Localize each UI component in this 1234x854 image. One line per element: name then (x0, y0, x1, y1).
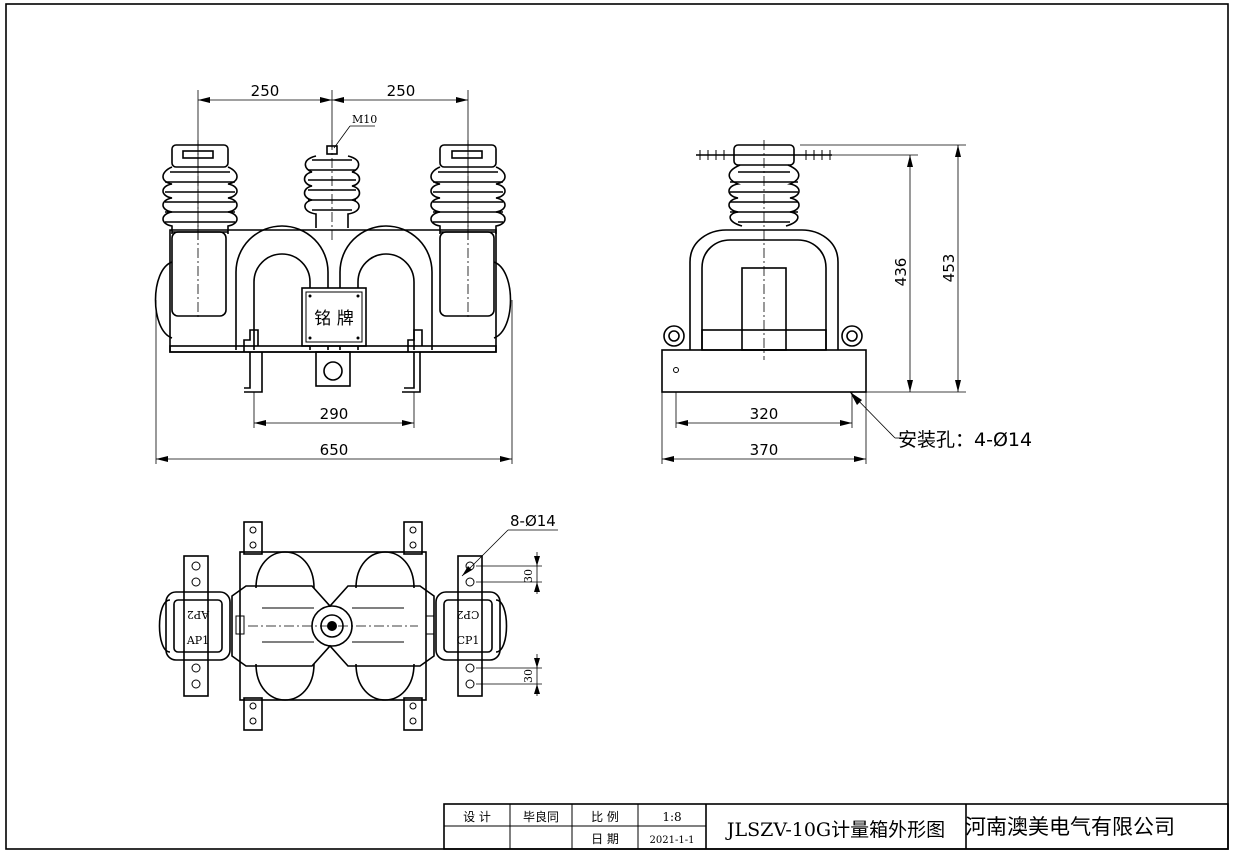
install-hole-note: 安装孔：4-Ø14 (898, 429, 1032, 451)
dim-width-650: 650 (320, 441, 349, 459)
dim-mount-290: 290 (320, 405, 349, 423)
dim-top-30: 30 (522, 569, 535, 583)
scale-label: 比 例 (591, 810, 619, 824)
design-label: 设 计 (463, 810, 491, 824)
side-view: 安装孔：4-Ø14 320 370 436 453 (661, 140, 1032, 464)
dim-right-250: 250 (387, 82, 416, 100)
nameplate-label: 铭 牌 (314, 309, 353, 329)
dim-height-436: 436 (892, 258, 910, 287)
drawing-title: JLSZV-10G计量箱外形图 (725, 819, 945, 841)
dim-bottom-30: 30 (522, 669, 535, 683)
terminal-ap2: AP2 (187, 608, 210, 621)
dim-height-453: 453 (940, 254, 958, 283)
dim-left-250: 250 (251, 82, 280, 100)
hole-note-8x14: 8-Ø14 (510, 512, 556, 530)
terminal-cp1: CP1 (457, 634, 480, 647)
top-view: AP2 AP1 CP2 CP1 8-Ø14 30 30 (158, 512, 558, 731)
terminal-ap1: AP1 (186, 634, 209, 647)
front-view: 250 250 M10 (154, 82, 513, 464)
dim-mount-320: 320 (750, 405, 779, 423)
date-label: 日 期 (591, 832, 619, 846)
company-name: 河南澳美电气有限公司 (965, 815, 1175, 839)
scale-value: 1:8 (662, 810, 681, 824)
bolt-label: M10 (352, 113, 377, 126)
designer-name: 毕良同 (523, 809, 559, 824)
title-block: 设 计 毕良同 比 例 1:8 日 期 2021-1-1 JLSZV-10G计量… (443, 803, 1229, 850)
date-value: 2021-1-1 (650, 835, 695, 846)
sheet-border (5, 3, 1229, 850)
dim-width-370: 370 (750, 441, 779, 459)
terminal-cp2: CP2 (457, 608, 480, 621)
nameplate (301, 287, 367, 347)
